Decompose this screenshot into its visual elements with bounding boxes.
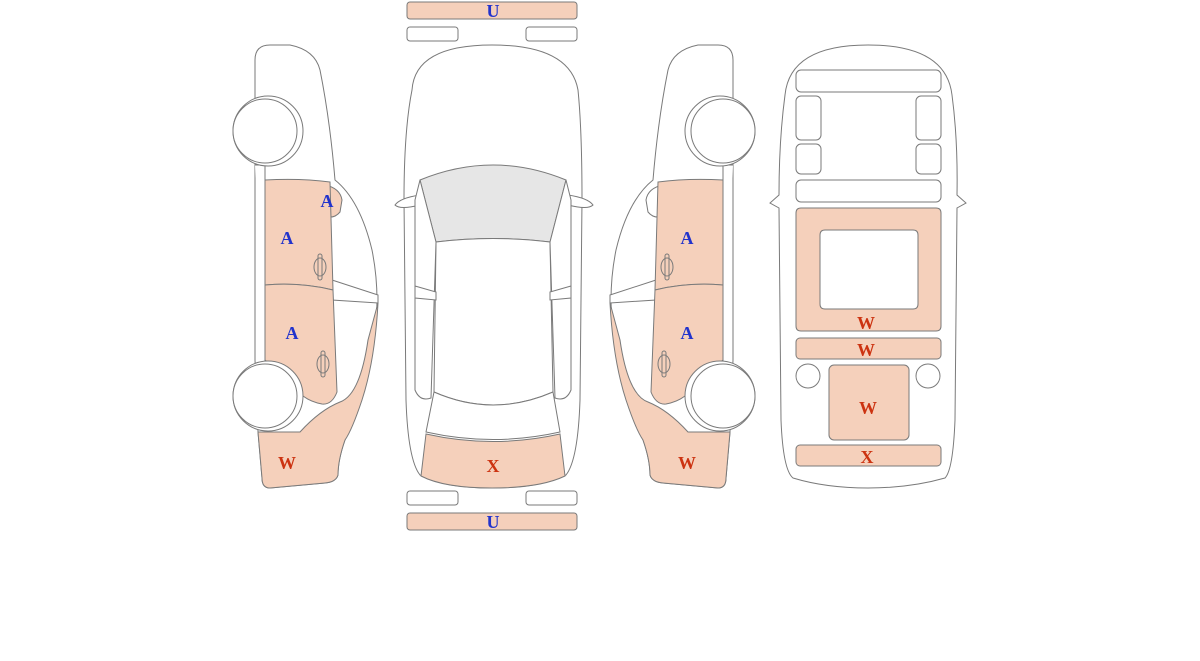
- rear-taillight-left: [406, 490, 459, 506]
- left-front-fender-code: A: [321, 191, 334, 211]
- left-rear-quarter-panel[interactable]: [257, 302, 379, 489]
- left-front-wheel: [232, 98, 298, 164]
- front-headlight-left: [406, 26, 459, 42]
- front-bumper-panel[interactable]: [406, 1, 578, 20]
- right-front-wheel: [690, 98, 756, 164]
- top-view: U X U: [394, 1, 594, 532]
- right-front-door-handle: [660, 253, 674, 281]
- rear-taillight-right: [525, 490, 578, 506]
- left-rear-door-code: A: [286, 323, 299, 343]
- underbody-rear-crossmember-code: X: [861, 447, 874, 467]
- underbody-rear-floor[interactable]: [828, 364, 910, 441]
- left-rear-door-handle: [316, 350, 330, 378]
- trunk-lid-code: X: [487, 456, 500, 476]
- trunk-lid-panel[interactable]: [420, 433, 566, 489]
- rear-bumper-panel[interactable]: [406, 512, 578, 531]
- left-rear-wheel: [232, 363, 298, 429]
- right-rear-quarter-panel[interactable]: [609, 302, 731, 489]
- underbody-view: W W W X: [769, 44, 967, 489]
- right-rear-door-handle: [657, 350, 671, 378]
- right-front-door-code: A: [681, 228, 694, 248]
- underbody-crossmember-1[interactable]: [795, 337, 942, 360]
- underbody-center-panel-code: W: [857, 313, 875, 333]
- rear-bumper-code: U: [487, 512, 500, 532]
- left-front-door-code: A: [281, 228, 294, 248]
- underbody-left-rear-mount: [795, 363, 821, 389]
- top-right-mirror-bar: [549, 285, 572, 301]
- underbody-rear-floor-code: W: [859, 398, 877, 418]
- roof-panel: [433, 238, 554, 406]
- left-rear-quarter-code: W: [278, 453, 296, 473]
- right-rear-wheel: [690, 363, 756, 429]
- left-side-view: A A A W: [232, 44, 379, 489]
- windshield: [419, 164, 567, 243]
- underbody-right-small-mount: [915, 143, 942, 175]
- top-left-mirror: [394, 194, 421, 208]
- rear-window: [425, 391, 561, 440]
- front-headlight-right: [525, 26, 578, 42]
- underbody-crossmember-1-code: W: [857, 340, 875, 360]
- left-front-door-handle: [313, 253, 327, 281]
- underbody-rear-crossmember[interactable]: [795, 444, 942, 467]
- underbody-front-right-mount: [915, 95, 942, 141]
- right-rear-quarter-code: W: [678, 453, 696, 473]
- top-right-mirror: [567, 194, 594, 208]
- underbody-right-rear-mount: [915, 363, 941, 389]
- underbody-front-left-mount: [795, 95, 822, 141]
- top-left-mirror-bar: [414, 285, 437, 301]
- underbody-left-small-mount: [795, 143, 822, 175]
- front-bumper-code: U: [487, 1, 500, 21]
- underbody-front-crossmember: [795, 179, 942, 203]
- underbody-center-panel[interactable]: [795, 207, 942, 332]
- right-side-view: A A W: [609, 44, 756, 489]
- right-rear-door-code: A: [681, 323, 694, 343]
- underbody-front-bar: [795, 69, 942, 93]
